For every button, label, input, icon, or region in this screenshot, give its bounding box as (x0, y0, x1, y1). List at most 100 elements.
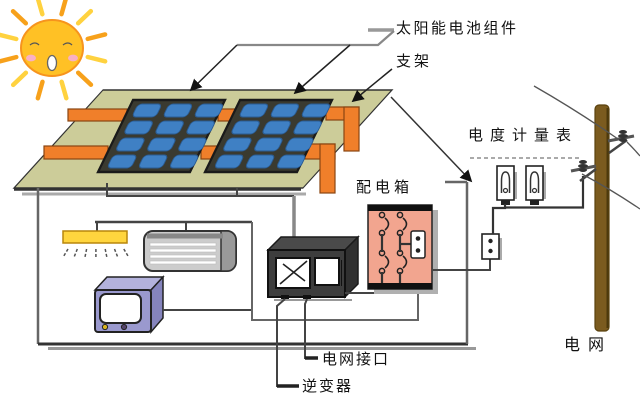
sun-ray-icon (85, 32, 108, 42)
breaker-arc (402, 217, 408, 231)
solar-cell (245, 154, 275, 169)
insulator (619, 138, 627, 142)
bracket-hook (319, 143, 336, 194)
sun-ray-icon (59, 79, 69, 101)
solar-cell (116, 137, 145, 152)
inverter-terminal (303, 295, 311, 300)
solar-cell (169, 154, 199, 169)
sun-ray-icon (59, 0, 68, 17)
bracket-hook (343, 106, 360, 152)
solar-cell (163, 103, 193, 118)
breaker-arc (384, 217, 390, 231)
meter-terminal (530, 200, 539, 205)
sun-ray-icon (35, 79, 45, 101)
breaker-contact (396, 211, 404, 219)
junction-box-shadow (499, 238, 502, 260)
lamp-ray-icon (62, 248, 69, 258)
junction-box (481, 233, 502, 260)
breaker-arc (402, 255, 408, 269)
solar-cell (270, 103, 300, 118)
solar-cell (231, 120, 260, 135)
tv-knob (101, 323, 109, 331)
solar-cell (285, 137, 314, 152)
distribution-box-top-band (368, 205, 432, 211)
ac-vent-slats (149, 242, 217, 265)
label-inverter: 逆变器 (302, 377, 353, 395)
lamp-ray-icon (123, 248, 130, 258)
sun-eye-left (29, 42, 40, 46)
solar-cell (223, 137, 252, 152)
ac-top-band (147, 233, 223, 239)
power-line (626, 141, 640, 157)
solar-cell (186, 120, 215, 135)
inverter-meter-needle (282, 263, 306, 282)
tv (93, 275, 165, 335)
inverter-unit (266, 235, 360, 301)
sun-ray-icon (10, 70, 29, 88)
distribution-box-unit (367, 204, 438, 294)
label-grid: 电网 (564, 335, 612, 354)
solar-panel-2 (203, 98, 334, 174)
sun-ray-icon (85, 54, 108, 64)
ac-slat (149, 242, 217, 247)
distribution-box-bottom-band (368, 283, 432, 289)
solar-panel-1 (96, 98, 227, 174)
power-line (581, 173, 640, 210)
lamp-tube (62, 230, 128, 244)
sun-ray-icon (10, 9, 29, 26)
meter-shadow (514, 172, 517, 199)
meter-dial (500, 171, 511, 193)
ac-side-cap (220, 230, 237, 272)
solar-cells (107, 103, 331, 169)
insulator (579, 168, 587, 172)
solar-arrow-2 (293, 44, 351, 95)
sun-ray-icon (0, 54, 19, 64)
power-line (533, 85, 619, 140)
label-distribution-box: 配电箱 (356, 178, 413, 196)
bracket-rail (43, 145, 109, 160)
wire-meters-to-pole (505, 176, 585, 209)
meter-dial (529, 171, 540, 193)
annotations: 太阳能电池组件 支架 电度计量表 配电箱 电网接口 逆变器 电网 (189, 19, 612, 395)
meter-body (496, 165, 515, 201)
lamp-light-rays (62, 248, 130, 258)
junction-terminal (488, 248, 493, 254)
solar-cell (254, 137, 283, 152)
label-solar-module: 太阳能电池组件 (396, 19, 519, 37)
electric-meter (496, 165, 517, 205)
mounting-brackets (43, 106, 360, 194)
relay-terminal (415, 236, 421, 241)
sun-icon (0, 0, 108, 101)
solar-cell (214, 154, 244, 169)
fluorescent-lamp (62, 222, 130, 258)
solar-cell (178, 137, 207, 152)
tv-knob (120, 323, 128, 331)
lamp-ray-icon (104, 248, 108, 258)
crossarm-brace (608, 138, 628, 155)
junction-box-body (481, 233, 500, 260)
solar-cell (239, 103, 269, 118)
breaker-arc (384, 255, 390, 269)
solar-cell (107, 154, 137, 169)
inverter-display-panel (314, 257, 340, 286)
inverter-top (266, 236, 360, 251)
junction-terminal (488, 238, 493, 244)
ac-slat (149, 248, 217, 253)
lamp-ray-icon (113, 248, 119, 258)
relay-terminal (415, 248, 421, 253)
relay-module (410, 230, 426, 259)
wire-panel-feed (106, 183, 294, 197)
tv-screen (99, 293, 142, 324)
sun-ray-icon (0, 32, 19, 42)
lamp-ray-icon (73, 248, 78, 258)
pole-crossarm-right (607, 130, 635, 155)
house-outline (36, 96, 476, 350)
house-eave-line (390, 96, 473, 183)
solar-cell (301, 103, 331, 118)
air-conditioner (143, 222, 237, 272)
meter-dial-center (502, 187, 509, 194)
breaker-contact (378, 211, 386, 219)
lamp-ray-icon (84, 248, 88, 258)
